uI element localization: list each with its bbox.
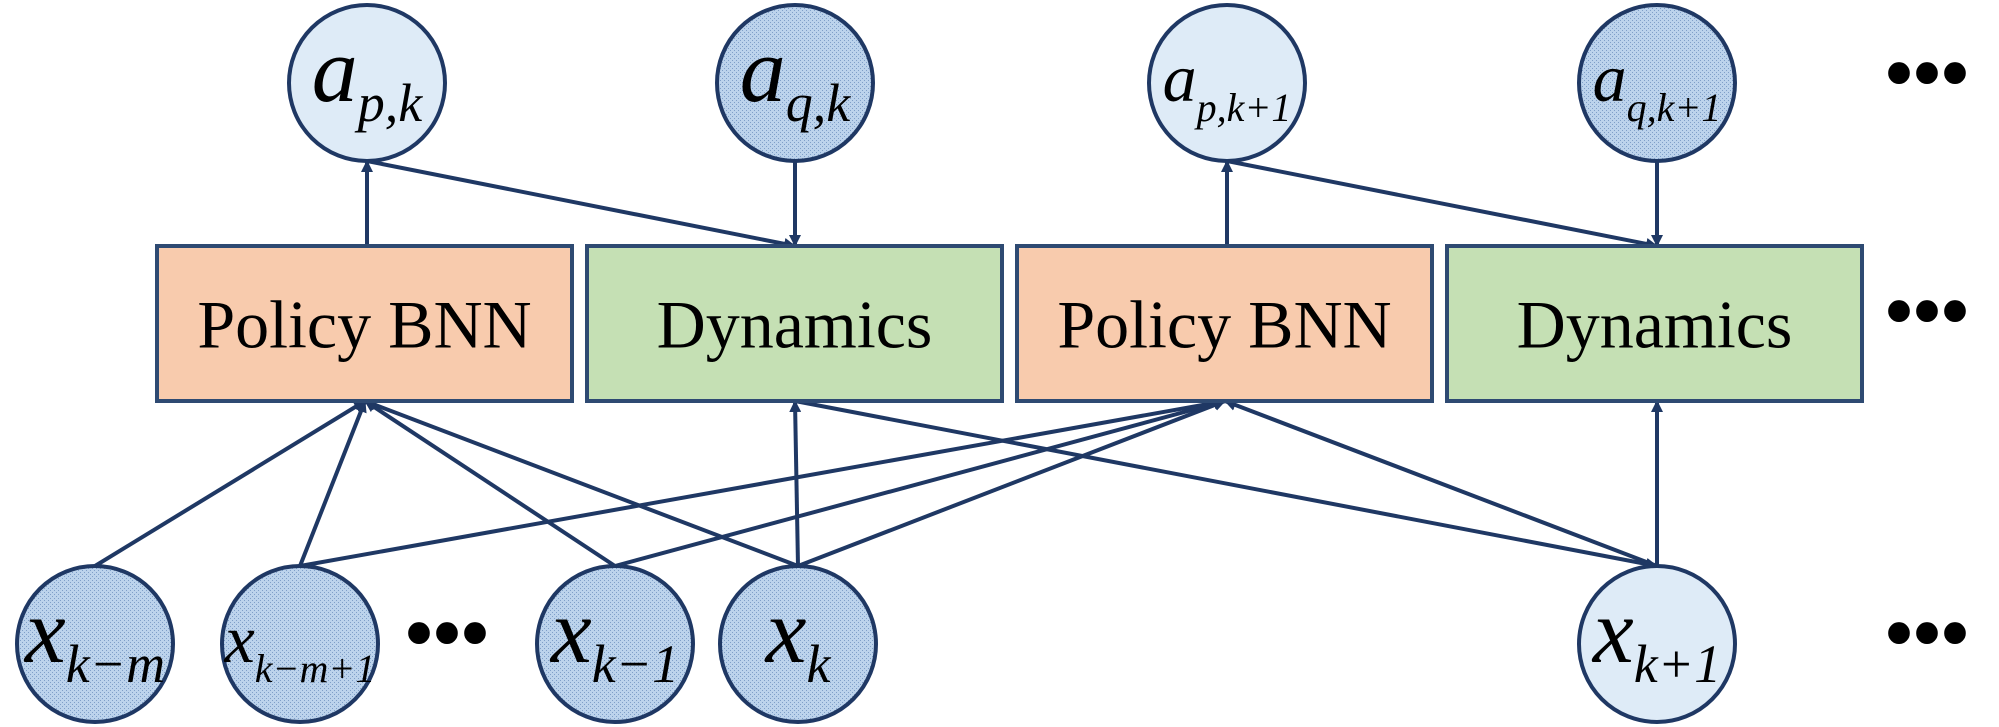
node-circle — [1577, 3, 1737, 163]
policy-box-label: Policy BNN — [197, 287, 531, 363]
dynamics-box-rect — [1445, 244, 1864, 403]
policy-box-rect — [1015, 244, 1434, 403]
node-subscript: k−1 — [592, 634, 679, 694]
node-circle — [715, 3, 875, 163]
node-xkm: xk−m — [15, 564, 175, 724]
dynamics-box: Dynamics — [585, 244, 1004, 403]
node-circle — [535, 564, 695, 724]
node-xk_1: xk−1 — [535, 564, 695, 724]
edge-dyn1-to-xk1 — [794, 399, 1658, 570]
ellipsis-middle: ••• — [1885, 268, 1969, 356]
node-circle — [220, 564, 380, 724]
node-subscript: k — [806, 634, 831, 694]
node-xk: xk — [718, 564, 878, 724]
node-circle — [15, 564, 175, 724]
node-symbol: a — [312, 19, 358, 121]
node-label: ap,k — [312, 19, 424, 133]
node-symbol: x — [549, 580, 592, 682]
node-label: xk+1 — [1591, 580, 1721, 694]
node-subscript: p,k+1 — [1194, 85, 1292, 130]
node-symbol: a — [1163, 40, 1197, 116]
edge-apk-to-dyn1 — [366, 159, 796, 250]
edge-xkm1-to-policy2 — [299, 397, 1226, 568]
node-apk: ap,k — [287, 3, 447, 163]
node-subscript: k+1 — [1634, 634, 1721, 694]
dynamics-box-label: Dynamics — [657, 287, 933, 363]
edge-xk_1-to-policy1 — [363, 399, 617, 568]
node-symbol: x — [1591, 580, 1634, 682]
node-label: xk−m — [23, 580, 165, 694]
node-circle — [1577, 564, 1737, 724]
node-symbol: x — [224, 601, 255, 677]
node-symbol: a — [1593, 40, 1627, 116]
node-aqk1: aq,k+1 — [1577, 3, 1737, 163]
node-label: xk−m+1 — [224, 601, 376, 691]
node-circle — [287, 3, 447, 163]
edge-xk1-to-policy2 — [1224, 399, 1658, 568]
node-label: xk−1 — [549, 580, 679, 694]
node-label: ap,k+1 — [1163, 40, 1292, 130]
node-subscript: p,k — [354, 73, 424, 133]
node-apk1: ap,k+1 — [1147, 3, 1307, 163]
dynamics-box-rect — [585, 244, 1004, 403]
node-subscript: k−m — [66, 634, 165, 694]
boxes-layer: Policy BNN Dynamics Policy BNN Dynamics — [155, 244, 1864, 403]
ellipsis-bottom-right: ••• — [1885, 590, 1969, 678]
node-circle — [1147, 3, 1307, 163]
dynamics-box: Dynamics — [1445, 244, 1864, 403]
edge-xkm1-to-policy1 — [298, 400, 367, 567]
edge-apk1-to-dyn2 — [1226, 159, 1658, 250]
node-symbol: x — [23, 580, 66, 682]
edges-layer — [93, 159, 1663, 570]
edge-xk-to-policy1 — [364, 399, 799, 568]
dynamics-box-label: Dynamics — [1517, 287, 1793, 363]
node-subscript: q,k+1 — [1627, 85, 1722, 130]
node-subscript: k−m+1 — [255, 646, 376, 691]
edge-xk_1-to-policy2 — [614, 398, 1226, 568]
edge-xk-to-dyn1 — [789, 400, 802, 567]
policy-box: Policy BNN — [1015, 244, 1434, 403]
edge-xk-to-policy2 — [797, 399, 1226, 568]
node-symbol: x — [764, 580, 807, 682]
node-label: aq,k+1 — [1593, 40, 1722, 130]
policy-box: Policy BNN — [155, 244, 574, 403]
policy-box-label: Policy BNN — [1057, 287, 1391, 363]
node-symbol: a — [740, 19, 786, 121]
node-aqk: aq,k — [715, 3, 875, 163]
ellipsis-top: ••• — [1885, 30, 1969, 118]
node-label: xk — [764, 580, 832, 694]
node-label: aq,k — [740, 19, 852, 133]
node-circle — [718, 564, 878, 724]
policy-box-rect — [155, 244, 574, 403]
ellipsis-bottom-left: ••• — [405, 590, 489, 678]
node-xkm1: xk−m+1 — [220, 564, 380, 724]
node-subscript: q,k — [786, 73, 852, 133]
edge-xkm-to-policy1 — [93, 399, 367, 568]
node-xk1: xk+1 — [1577, 564, 1737, 724]
